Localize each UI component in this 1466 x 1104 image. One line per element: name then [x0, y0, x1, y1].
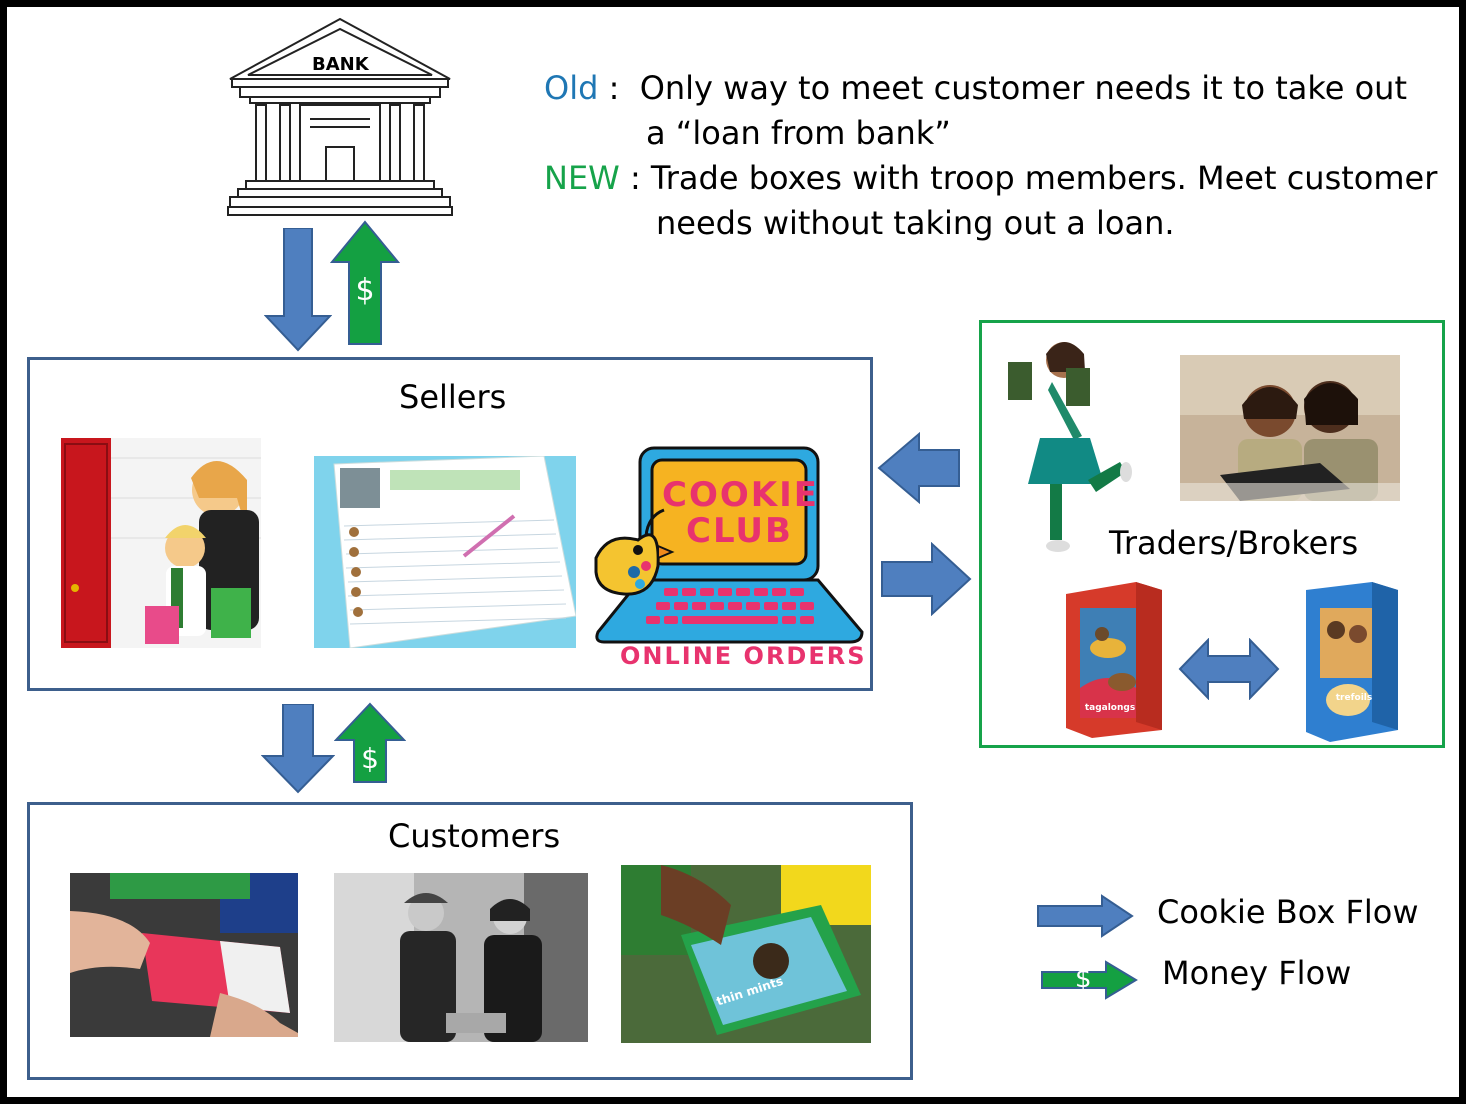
girls-with-tablet-image	[1180, 355, 1400, 501]
bank-label: BANK	[312, 54, 369, 75]
door-sellers-image	[61, 438, 261, 648]
legend-cookie-label: Cookie Box Flow	[1157, 893, 1419, 931]
new-line-1: NEW : Trade boxes with troop members. Me…	[544, 162, 1437, 194]
old-text-1: Only way to meet customer needs it to ta…	[639, 69, 1407, 107]
trade-arrow-between-boxes	[1178, 638, 1280, 700]
cookie-flow-arrow-to-customers	[261, 704, 335, 794]
new-separator: :	[619, 159, 651, 197]
cookie-flow-arrow-to-sellers-from-traders	[877, 432, 961, 504]
vintage-doorstep-image	[334, 873, 588, 1042]
svg-text:$: $	[355, 273, 374, 308]
cookie-club-title-2: CLUB	[686, 511, 793, 551]
old-line-1: Old : Only way to meet customer needs it…	[544, 72, 1407, 104]
new-text-1: Trade boxes with troop members. Meet cus…	[650, 159, 1438, 197]
sellers-title: Sellers	[399, 378, 507, 416]
bank-icon	[226, 17, 454, 219]
cookie-club-laptop-image	[590, 446, 866, 646]
svg-text:$: $	[361, 742, 379, 775]
legend-money-label: Money Flow	[1162, 954, 1352, 992]
new-label: NEW	[544, 159, 620, 197]
traders-title: Traders/Brokers	[1109, 524, 1359, 562]
customers-title: Customers	[388, 817, 561, 855]
order-card-image	[314, 456, 576, 648]
money-flow-arrow-to-bank: $	[330, 220, 400, 346]
legend-money-symbol: $	[1075, 964, 1092, 994]
new-line-2: needs without taking out a loan.	[656, 204, 1175, 242]
cookie-flow-arrow-to-traders	[880, 542, 972, 616]
old-label: Old	[544, 69, 599, 107]
cookie-club-title-1: COOKIE	[662, 475, 819, 515]
tagalongs-box-label: tagalongs	[1085, 703, 1135, 713]
tagalongs-box-image: tagalongs	[1066, 578, 1162, 738]
cookie-handoff-image	[70, 873, 298, 1037]
thin-mints-box-image: thin mints	[621, 865, 871, 1043]
trefoils-box-label: trefoils	[1336, 693, 1372, 703]
online-orders-label: ONLINE ORDERS	[620, 642, 867, 670]
legend-cookie-arrow	[1036, 894, 1134, 938]
cookie-flow-arrow-to-sellers	[264, 228, 332, 352]
old-separator: :	[598, 69, 640, 107]
trefoils-box-image: trefoils	[1302, 580, 1398, 742]
girl-scout-with-boxes-image	[1000, 332, 1136, 558]
legend-money-arrow	[1040, 958, 1138, 1002]
money-flow-arrow-to-sellers: $	[334, 702, 406, 784]
old-line-2: a “loan from bank”	[646, 114, 951, 152]
